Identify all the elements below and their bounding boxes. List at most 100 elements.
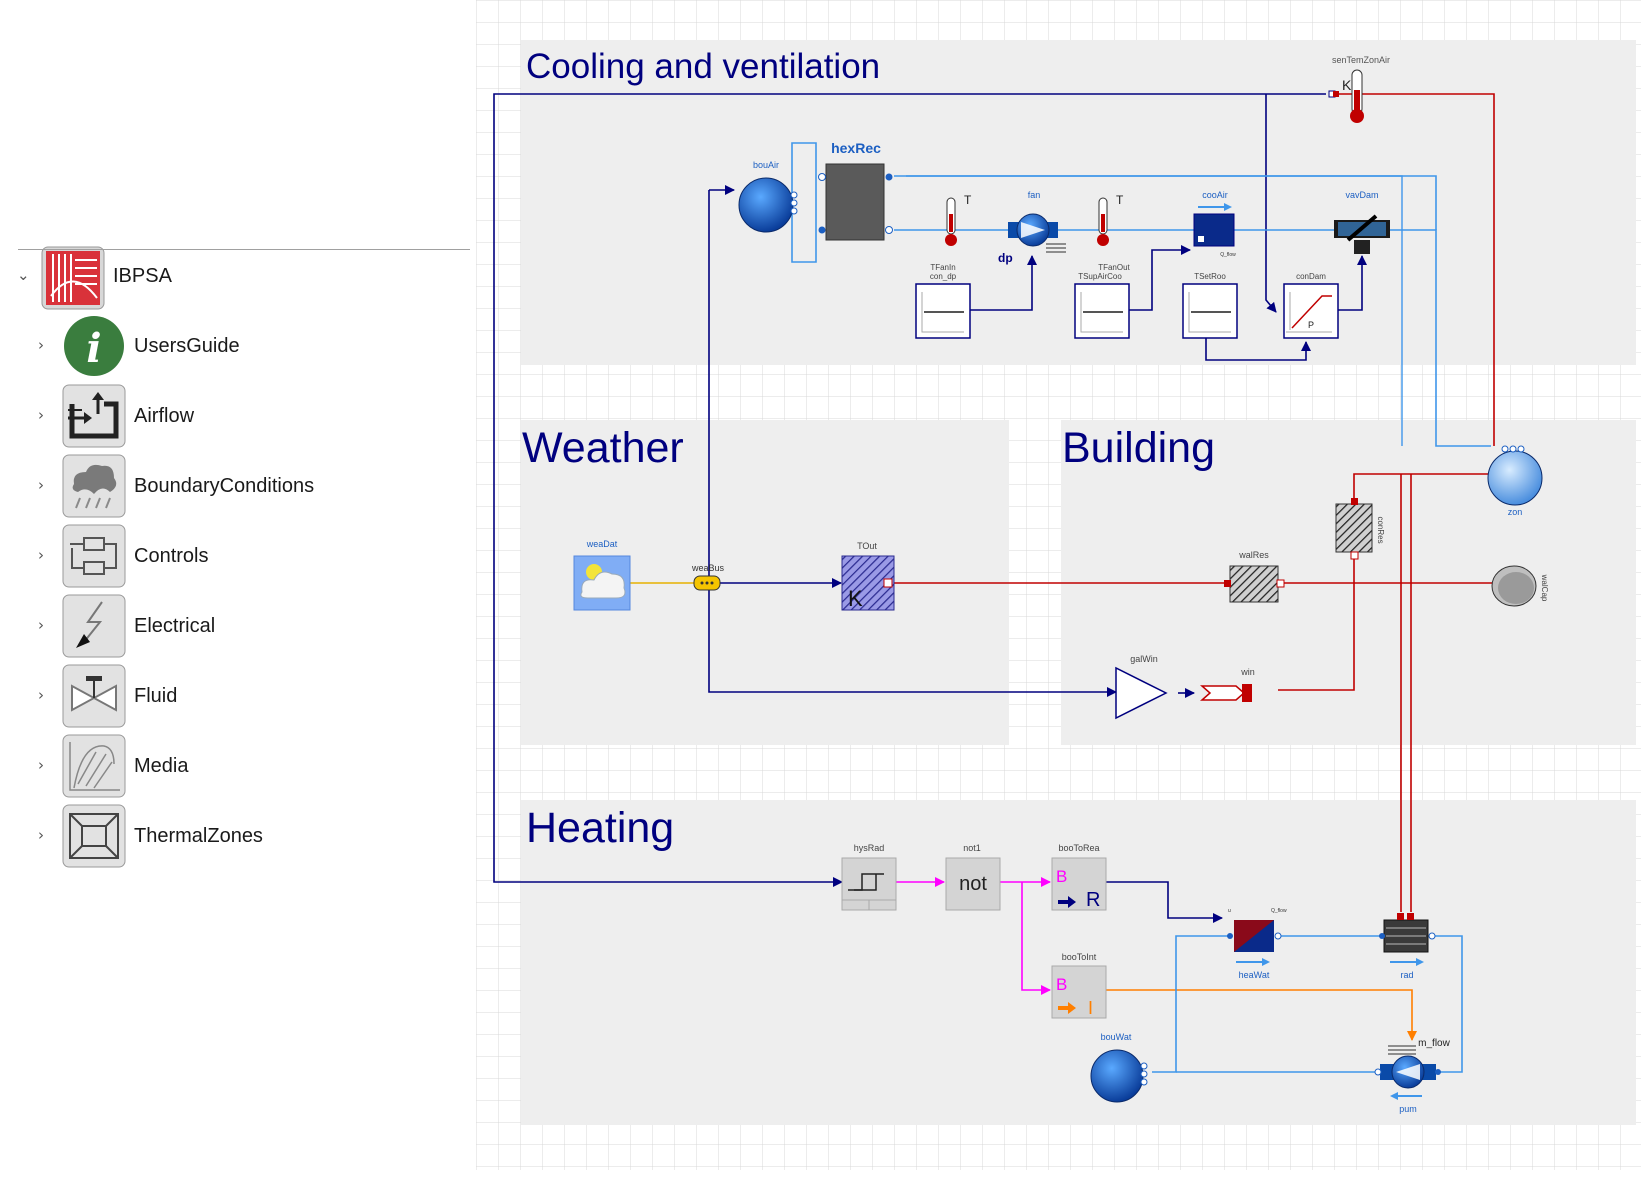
win-label: win <box>1240 667 1255 677</box>
tree-item-controls[interactable]: › Controls <box>0 523 470 589</box>
heat-line-conres-top[interactable] <box>1353 473 1491 500</box>
chevron-right-icon[interactable]: › <box>38 336 44 354</box>
library-browser: ⌄ IBPSA › i UsersGuide › <box>0 0 470 1185</box>
tout-label: TOut <box>857 541 877 551</box>
rad-label: rad <box>1400 970 1413 980</box>
chevron-right-icon[interactable]: › <box>38 826 44 844</box>
tree-item-airflow[interactable]: › Airflow <box>0 383 470 449</box>
bootorea-converter[interactable]: booToRea B R <box>1051 843 1107 911</box>
chevron-right-icon[interactable]: › <box>38 546 44 564</box>
condam-label: conDam <box>1296 272 1326 281</box>
cooair-port-label: Q_flow <box>1220 252 1236 258</box>
tout-prescribed-temperature[interactable]: TOut K <box>841 541 895 611</box>
chevron-right-icon[interactable]: › <box>38 616 44 634</box>
tree-item-thermalzones[interactable]: › ThermalZones <box>0 803 470 869</box>
not1-label: not1 <box>963 843 981 853</box>
vavdam-label: vavDam <box>1345 190 1378 200</box>
bouair-label: bouAir <box>753 160 779 170</box>
chevron-right-icon[interactable]: › <box>38 476 44 494</box>
lightning-icon <box>62 594 126 658</box>
win-heat-flow[interactable]: win <box>1200 667 1255 702</box>
weadat-weather-data[interactable]: weaDat <box>573 539 631 611</box>
con-dp-to-fan[interactable] <box>970 255 1037 311</box>
chevron-right-icon[interactable]: › <box>38 756 44 774</box>
tree-item-media[interactable]: › Media <box>0 733 470 799</box>
chevron-down-icon[interactable]: ⌄ <box>17 266 30 284</box>
tree-item-boundaryconditions[interactable]: › BoundaryConditions <box>0 453 470 519</box>
weadat-label: weaDat <box>586 539 618 549</box>
tree-root-ibpsa[interactable]: ⌄ IBPSA <box>0 243 470 310</box>
weabus-connector[interactable]: weaBus <box>691 563 725 591</box>
weather-bus-line[interactable] <box>708 190 1117 697</box>
tree-item-electrical[interactable]: › Electrical <box>0 593 470 659</box>
tree-item-fluid[interactable]: › Fluid <box>0 663 470 729</box>
pum-pump[interactable]: m_flow pum <box>1374 1038 1451 1114</box>
hysrad-label: hysRad <box>854 843 885 853</box>
pum-label: pum <box>1399 1104 1417 1114</box>
tree-item-label: Controls <box>134 545 209 567</box>
tsupaircoo-block[interactable]: TFanOut TSupAirCoo <box>1074 263 1131 339</box>
air-duct-return-zone[interactable] <box>906 175 1403 446</box>
tfanout-label: TFanOut <box>1098 263 1130 272</box>
fan-component[interactable]: fan dp <box>998 190 1066 265</box>
not1-to-bootoint[interactable] <box>1021 882 1051 995</box>
diagram-canvas[interactable]: Cooling and ventilation Weather Building… <box>476 0 1641 1170</box>
condam-to-vavdam[interactable] <box>1338 255 1367 311</box>
chevron-right-icon[interactable]: › <box>38 406 44 424</box>
tfanin-sensor[interactable]: T <box>945 193 972 246</box>
rad-radiator[interactable]: rad <box>1379 913 1436 980</box>
tsupaircoo-label: TSupAirCoo <box>1078 272 1122 281</box>
galwin-label: galWin <box>1130 654 1158 664</box>
walres-thermal-resistor[interactable]: walRes <box>1224 550 1285 603</box>
hexrec-label: hexRec <box>831 140 881 156</box>
signal-line-zone-temp-to-condam[interactable] <box>1265 94 1277 313</box>
section-title-building: Building <box>1062 424 1215 472</box>
svg-text:i: i <box>86 325 101 372</box>
not1-text: not <box>959 873 987 895</box>
tfanout-port-label: T <box>1116 193 1124 207</box>
bootorea-to-heawat[interactable] <box>1106 881 1223 923</box>
hexrec-heat-exchanger[interactable]: hexRec <box>818 140 893 241</box>
walcap-heat-capacitor[interactable]: walCap <box>1491 565 1549 607</box>
vavdam-damper[interactable]: vavDam <box>1334 190 1390 254</box>
tsetroo-block[interactable]: TSetRoo <box>1182 272 1238 339</box>
tree-item-usersguide[interactable]: › i UsersGuide <box>0 313 470 379</box>
tout-letter: K <box>848 586 863 611</box>
heat-line-sensor[interactable] <box>1336 93 1495 446</box>
bouwat-boundary[interactable]: bouWat <box>1090 1032 1148 1103</box>
water-loop[interactable] <box>1152 935 1232 1073</box>
cooair-cooler[interactable]: cooAir Q_flow <box>1193 190 1236 258</box>
bootoint-converter[interactable]: booToInt B I <box>1051 952 1107 1019</box>
heawat-heater[interactable]: u Q_flow heaWat <box>1227 908 1287 980</box>
condam-letter: P <box>1308 320 1314 330</box>
bootoint-to-pum[interactable] <box>1106 989 1417 1041</box>
not1-logical-not[interactable]: not1 not <box>945 843 1001 911</box>
tsetroo-label: TSetRoo <box>1194 272 1226 281</box>
walres-label: walRes <box>1238 550 1269 560</box>
tree-root-label: IBPSA <box>113 265 172 287</box>
bootoint-label: booToInt <box>1062 952 1097 962</box>
bootorea-label: booToRea <box>1058 843 1099 853</box>
conres-thermal-resistor[interactable]: conRes <box>1335 498 1385 560</box>
sentemzonair-sensor[interactable]: senTemZonAir K <box>1328 55 1390 123</box>
condam-controller[interactable]: conDam P <box>1283 272 1339 339</box>
zon-air-volume[interactable]: zon <box>1487 445 1543 517</box>
tfanout-sensor[interactable]: T <box>1097 193 1124 246</box>
tree-item-label: ThermalZones <box>134 825 263 847</box>
room-icon <box>62 804 126 868</box>
water-loop-right[interactable] <box>1434 935 1463 1073</box>
hysrad-hysteresis[interactable]: hysRad <box>841 843 897 911</box>
ibpsa-logo-icon <box>41 246 105 310</box>
bootorea-r: R <box>1086 889 1100 911</box>
zon-label: zon <box>1508 507 1523 517</box>
heat-line-conres[interactable] <box>1278 556 1355 691</box>
sentemzonair-unit: K <box>1342 77 1352 93</box>
bouair-boundary[interactable]: bouAir <box>738 160 798 233</box>
signal-line-zone-temp[interactable] <box>493 93 1326 887</box>
bootoint-i: I <box>1088 998 1093 1018</box>
air-duct-bouair[interactable] <box>791 142 817 263</box>
chevron-right-icon[interactable]: › <box>38 686 44 704</box>
con-dp-block[interactable]: TFanIn con_dp <box>915 263 971 339</box>
galwin-gain[interactable]: galWin <box>1115 654 1195 720</box>
section-title-heating: Heating <box>526 804 674 852</box>
